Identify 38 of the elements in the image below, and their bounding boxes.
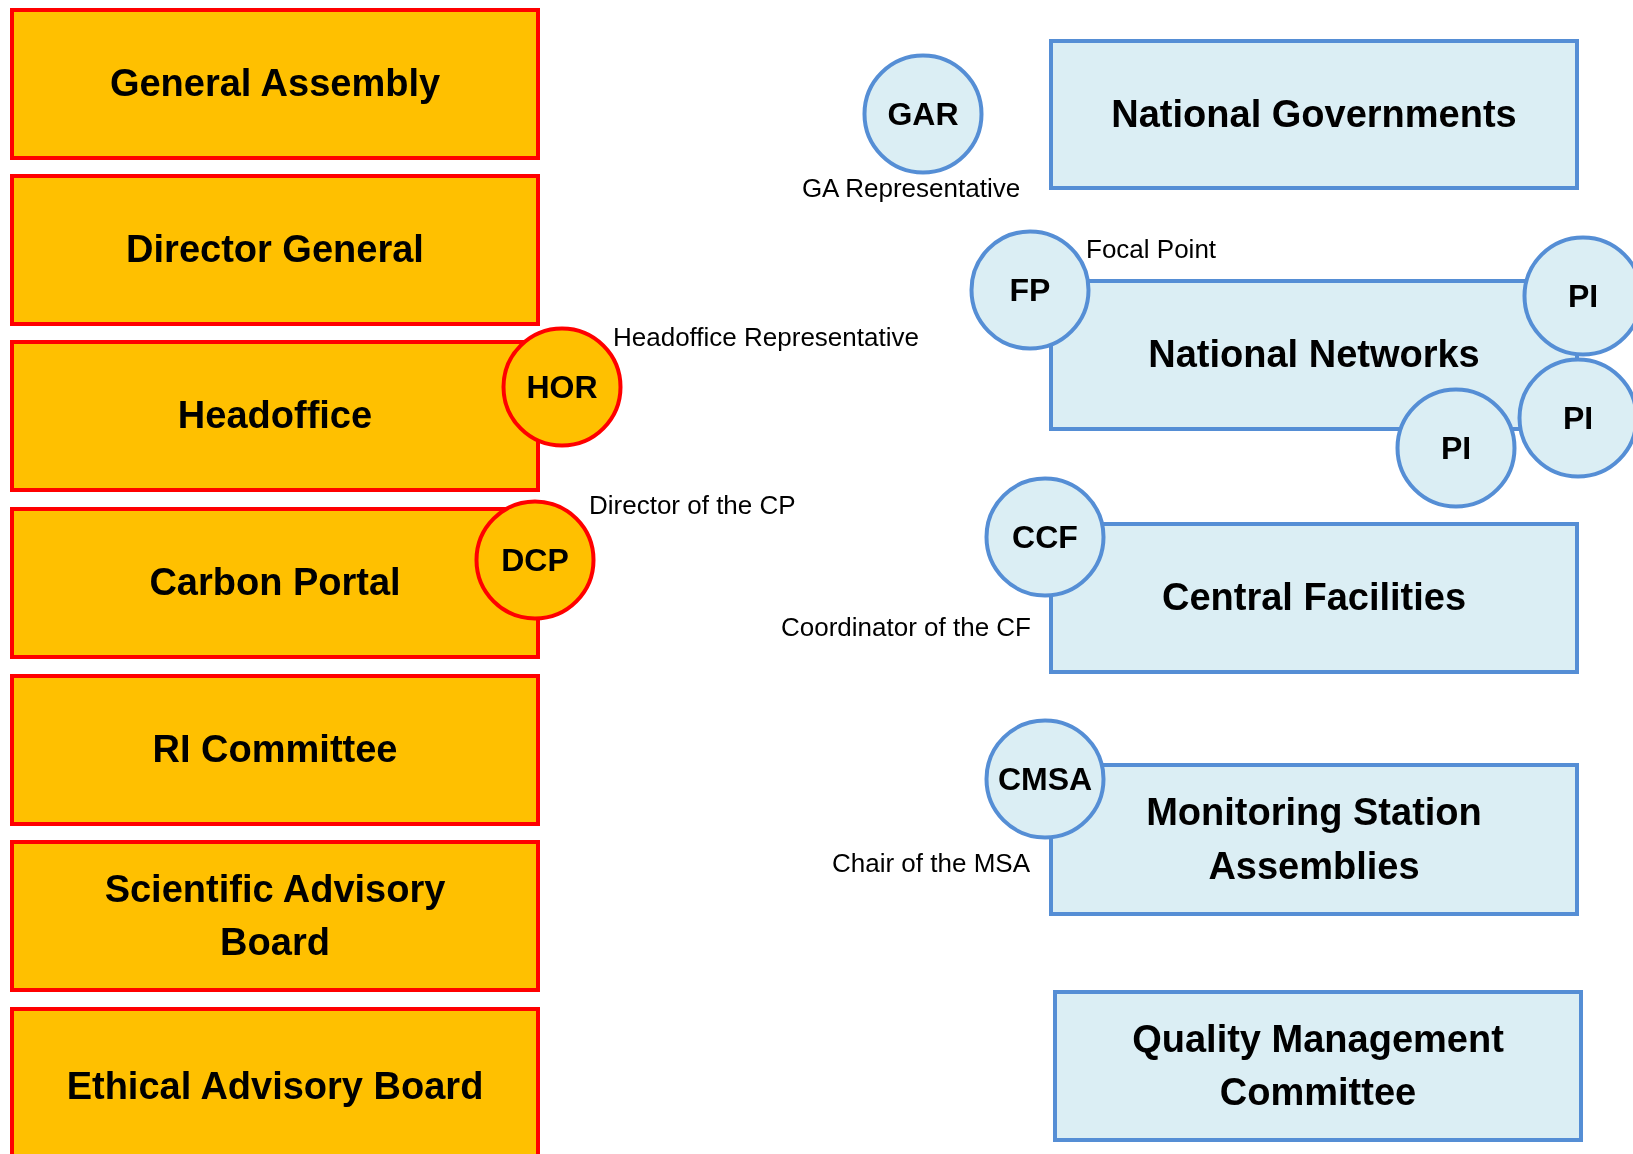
org-box [1049,39,1579,190]
circle-label: PI [1440,429,1472,467]
box-label: Carbon Portal [148,560,402,606]
role-caption: Headoffice Representative [613,322,919,353]
org-box [10,8,540,160]
role-caption: GA Representative [801,173,1021,204]
box-label: Central Facilities [1160,575,1468,621]
box-label: Ethical Advisory Board [65,1064,485,1110]
box-label: General Assembly [108,61,442,107]
org-box [10,674,540,826]
role-circle [984,476,1106,598]
circle-label: FP [1009,271,1051,309]
box-label: National Networks [1147,332,1481,378]
box-label: Headoffice [176,393,374,439]
role-caption: Chair of the MSA [832,848,1030,879]
circle-label: PI [1567,277,1599,315]
role-circle [1395,387,1517,509]
circle-label: CCF [1012,518,1078,556]
org-box [10,174,540,326]
box-label: Director General [125,227,425,273]
circle-label: HOR [526,368,598,406]
org-box [10,840,540,992]
box-label: RI Committee [151,727,399,773]
circle-label: PI [1562,399,1594,437]
circle-label: GAR [887,95,959,133]
role-circle [984,718,1106,840]
box-label: Monitoring Station Assemblies [1145,790,1483,889]
circle-label: CMSA [997,760,1093,798]
role-caption: Coordinator of the CF [781,612,1031,643]
role-caption: Director of the CP [589,490,796,521]
box-label: National Governments [1110,91,1518,137]
circle-label: DCP [501,541,569,579]
role-caption: Focal Point [1086,234,1217,265]
org-box [10,1007,540,1154]
org-box [1053,990,1583,1142]
role-circle [862,53,984,175]
box-label: Quality Management Committee [1131,1016,1505,1115]
box-label: Scientific Advisory Board [103,866,447,965]
